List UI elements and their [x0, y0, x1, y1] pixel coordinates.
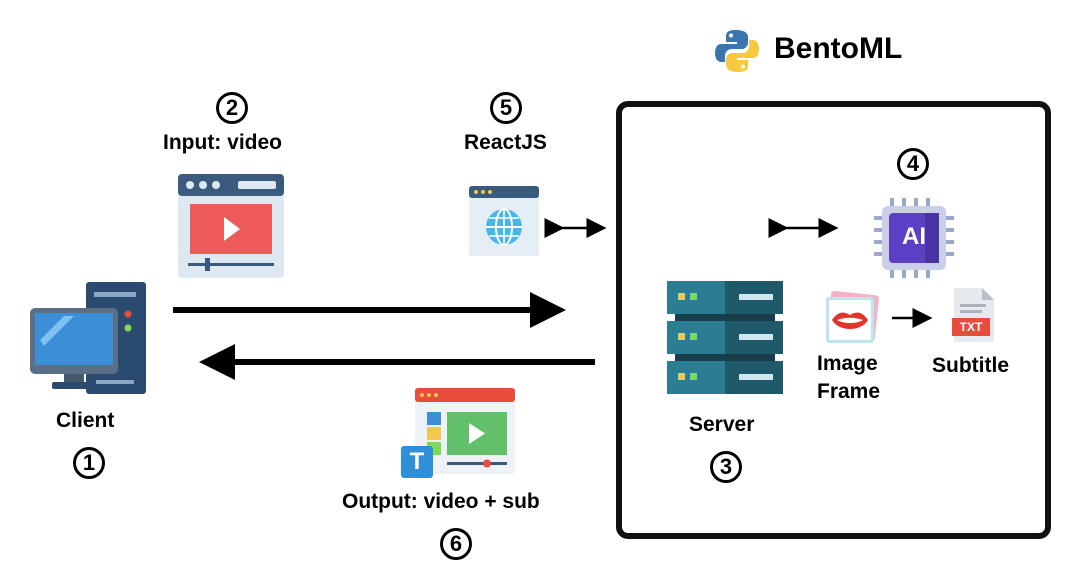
txt-file-icon: TXT [952, 288, 996, 349]
python-logo-icon [714, 28, 760, 79]
step-3-badge: 3 [710, 451, 742, 483]
step-1-badge: 1 [73, 447, 105, 479]
step-6-badge: 6 [440, 528, 472, 560]
ai-chip-text: AI [902, 223, 926, 250]
video-player-icon [178, 174, 284, 283]
step-2-badge: 2 [216, 92, 248, 124]
server-label: Server [689, 413, 755, 436]
step-4-badge: 4 [897, 148, 929, 180]
brand-title: BentoML [774, 32, 903, 65]
input-video-label: Input: video [163, 131, 282, 154]
subtitle-badge-text: T [409, 448, 425, 475]
client-label: Client [56, 409, 115, 432]
txt-file-text: TXT [959, 320, 983, 334]
subtitle-label: Subtitle [932, 354, 1009, 377]
lips-photo-icon [823, 290, 879, 352]
video-subtitle-player-icon: T [401, 388, 517, 485]
step-5-badge: 5 [490, 92, 522, 124]
server-rack-icon [667, 281, 783, 402]
ai-chip-icon: AI [874, 198, 954, 283]
image-frame-label-line1: Image [817, 352, 878, 375]
web-browser-globe-icon [469, 186, 539, 261]
bentoml-server-box [616, 101, 1051, 539]
output-label: Output: video + sub [342, 490, 540, 513]
desktop-computer-icon [30, 282, 148, 401]
reactjs-label: ReactJS [464, 131, 547, 154]
image-frame-label-line2: Frame [817, 380, 881, 403]
